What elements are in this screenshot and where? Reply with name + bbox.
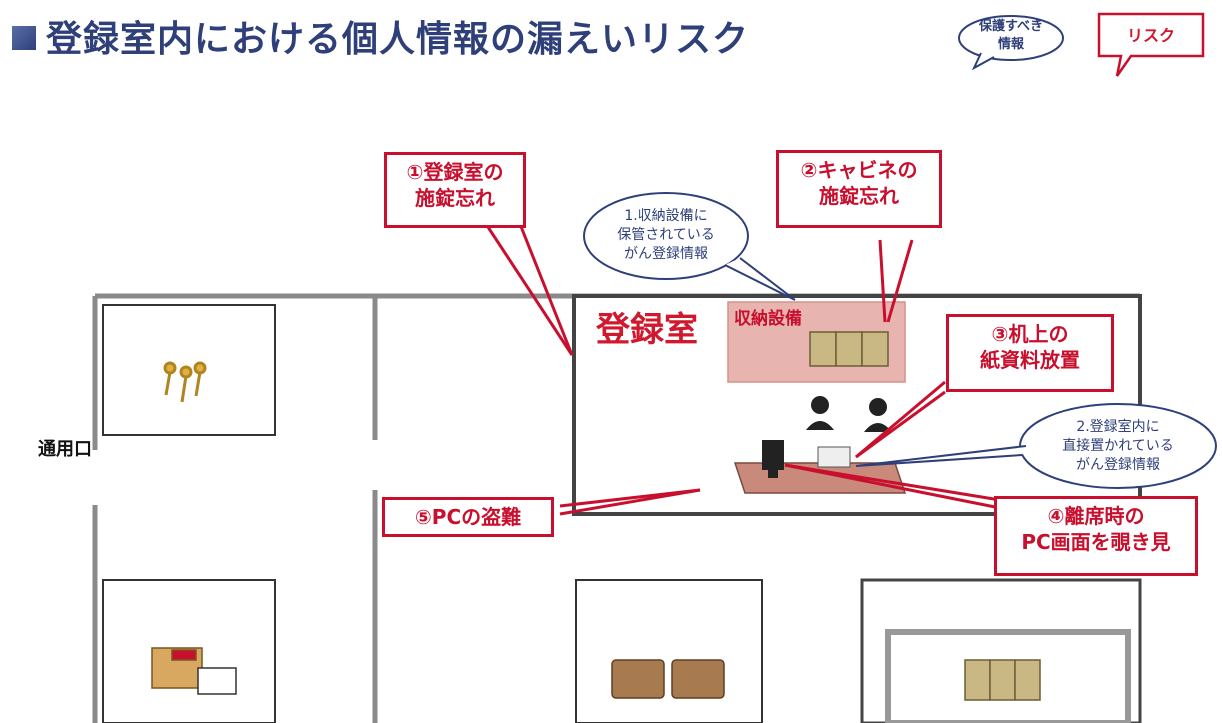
papers xyxy=(817,446,851,468)
registration-room-label: 登録室 xyxy=(596,310,698,350)
page-title: 登録室内における個人情報の漏えいリスク xyxy=(46,19,750,60)
info-callout-2: 2.登録室内に 直接置かれている がん登録情報 xyxy=(1062,419,1174,473)
printer-room xyxy=(575,579,763,723)
info-callout-1: 1.収納設備に 保管されている がん登録情報 xyxy=(617,208,715,262)
keys xyxy=(163,361,207,403)
bubble-shape xyxy=(958,15,1064,71)
legend-info-bubble: 保護すべき 情報 xyxy=(956,13,1066,71)
printers xyxy=(611,659,725,699)
risk-label-2: ②キャビネの 施錠忘れ xyxy=(776,150,942,228)
info-bubble-2 xyxy=(855,403,1217,489)
title-marker xyxy=(12,26,36,50)
parcel xyxy=(151,647,237,695)
risk-label-4: ④離席時の PC画面を覗き見 xyxy=(994,496,1198,576)
risk-label-5: ⑤PCの盗難 xyxy=(382,497,554,537)
legend-risk-box: リスク xyxy=(1097,12,1205,78)
info-bubble-1 xyxy=(583,192,796,301)
risk-label-3: ③机上の 紙資料放置 xyxy=(946,314,1114,392)
legend-risk-text: リスク xyxy=(1126,26,1175,45)
people xyxy=(806,396,892,432)
entrance-label: 通用口 xyxy=(38,439,92,460)
pc-monitor xyxy=(762,440,784,470)
risk-label-1: ①登録室の 施錠忘れ xyxy=(384,152,526,228)
risk-pointers xyxy=(484,223,1001,516)
storage-label: 収納設備 xyxy=(734,309,802,329)
cabinet-room-cabinets xyxy=(964,659,1041,701)
storage-cabinets xyxy=(809,331,889,367)
risk-box-shape xyxy=(1097,12,1205,77)
legend-info-text: 保護すべき 情報 xyxy=(978,19,1044,52)
